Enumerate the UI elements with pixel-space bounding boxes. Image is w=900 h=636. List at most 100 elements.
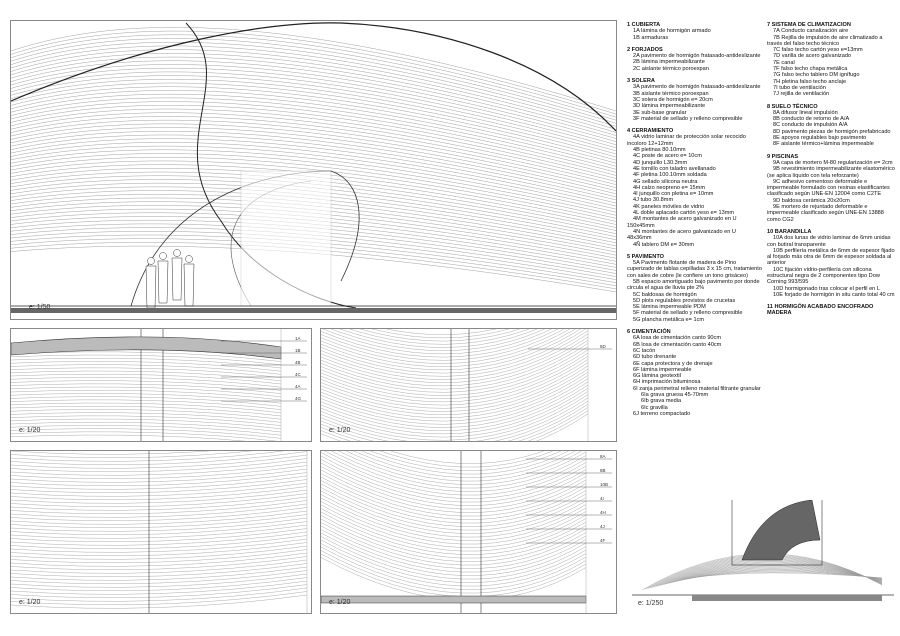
section-line [321, 400, 589, 441]
legend-section-title: 3 SOLERA [627, 78, 655, 85]
legend-item: 10C fijación vidrio-perfilería con silic… [767, 266, 880, 286]
section-line [321, 329, 576, 367]
legend-item: 1A lámina de hormigón armado [633, 28, 711, 35]
section-line [11, 486, 308, 501]
legend-item: 4G sellado silicona neutra [633, 178, 698, 185]
shell-contour-line [11, 149, 616, 213]
human-figure-body [171, 257, 183, 301]
section-line [321, 557, 587, 601]
legend-section-title: 1 CUBIERTA [627, 22, 661, 28]
legend-section-title: 7 SISTEMA DE CLIMATIZACION [767, 22, 851, 28]
legend-item: 6G lámina geotextil [633, 373, 681, 380]
callout-label: 1B [295, 348, 301, 353]
shell-contour-line [11, 123, 616, 191]
shell-mass [741, 499, 821, 561]
legend-item: 4D junquillo L30.3mm [633, 159, 688, 166]
section-line [11, 358, 282, 369]
section-line [11, 377, 282, 388]
section-line [11, 507, 308, 522]
section-line [11, 559, 308, 574]
section-line [321, 362, 589, 409]
section-line [321, 397, 589, 441]
section-line [11, 454, 308, 469]
legend-item: 9E mortero de rejuntado deformable e imp… [767, 204, 884, 223]
legend-item: 3C solera de hormigón e= 20cm [633, 96, 713, 103]
section-line [321, 343, 589, 390]
shell-contour-line [11, 138, 616, 204]
section-line [321, 525, 587, 569]
section-line [330, 329, 545, 351]
legend-item: 6Ia grava gruesa 45-70mm [641, 392, 709, 399]
section-line [11, 514, 308, 529]
legend-item: 6E capa protectora y de drenaje [633, 360, 713, 367]
section-line [11, 396, 282, 407]
legend-item: 10B perfilería metálica de 6mm de espeso… [767, 247, 895, 267]
legend-item: 5D plots regulables provistos de cruceta… [633, 297, 736, 304]
section-line [339, 329, 538, 348]
section-line [11, 542, 308, 557]
section-line [11, 594, 308, 609]
legend-section-title: 2 FORJADOS [627, 46, 663, 53]
section-line [321, 413, 589, 441]
callout-label: 4J [600, 524, 605, 529]
scale-label: e: 1/250 [638, 600, 664, 607]
slab-hatch [321, 595, 587, 604]
callout-label: 4B [295, 360, 301, 365]
legend-item: 7I tubo de ventilación [773, 84, 826, 91]
shell-contour-line [11, 127, 616, 194]
legend-item: 4K paneles móviles de vidrio [633, 203, 705, 210]
section-line [11, 528, 308, 543]
section-line [321, 539, 587, 583]
section-line [321, 543, 587, 587]
section-line [11, 573, 308, 588]
section-line [371, 329, 510, 339]
shell-edge-line [11, 22, 616, 132]
site-section-linework [632, 494, 894, 601]
section-line [321, 404, 589, 441]
section-line [321, 329, 586, 374]
section-line [11, 393, 282, 404]
section-line [321, 546, 587, 590]
section-line [11, 374, 282, 385]
legend-section-title: 9 PISCINAS [767, 153, 799, 160]
section-line [11, 580, 308, 595]
section-line [11, 370, 282, 381]
legend-item: 6D tubo drenante [633, 354, 677, 361]
section-line [322, 329, 552, 355]
detail-linework [11, 451, 308, 613]
human-figure-body [183, 263, 195, 307]
legend-item: 6J terreno compactado [633, 410, 691, 417]
shell-contour-line [11, 34, 616, 118]
legend-item: 3B aislante térmico poroexpan [633, 90, 709, 97]
section-line [338, 451, 587, 485]
shell-contour-line [11, 49, 616, 130]
shell-contour-line [11, 105, 616, 176]
section-line [11, 418, 282, 429]
legend-section-title: 4 CERRAMIENTO [627, 128, 674, 135]
legend-item: 7B Rejilla de impulsión de aire climatiz… [767, 34, 883, 47]
section-line [11, 412, 282, 423]
shell-contour-line [663, 562, 883, 585]
section-line [321, 372, 589, 419]
legend-item: 2C aislante térmico poroexpan [633, 65, 709, 72]
section-line [321, 518, 587, 562]
foundation-slab [692, 595, 882, 601]
section-line [11, 461, 308, 476]
section-line [321, 504, 587, 548]
detail-top-right: 6D e: 1/20 [320, 328, 617, 442]
section-line [11, 431, 278, 441]
section-line [11, 402, 282, 413]
section-line [11, 521, 308, 536]
section-line [11, 399, 282, 410]
shell-contour-line [659, 560, 883, 586]
legend-section: 11 HORMIGÓN ACABADO ENCOFRADO MADERA [767, 304, 895, 317]
legend-item: 10E forjado de hormigón in situ canto to… [773, 291, 895, 298]
section-line [321, 365, 589, 412]
section-line [11, 563, 308, 578]
legend-item: 9B revestimiento impermeabilizante elast… [767, 166, 895, 179]
